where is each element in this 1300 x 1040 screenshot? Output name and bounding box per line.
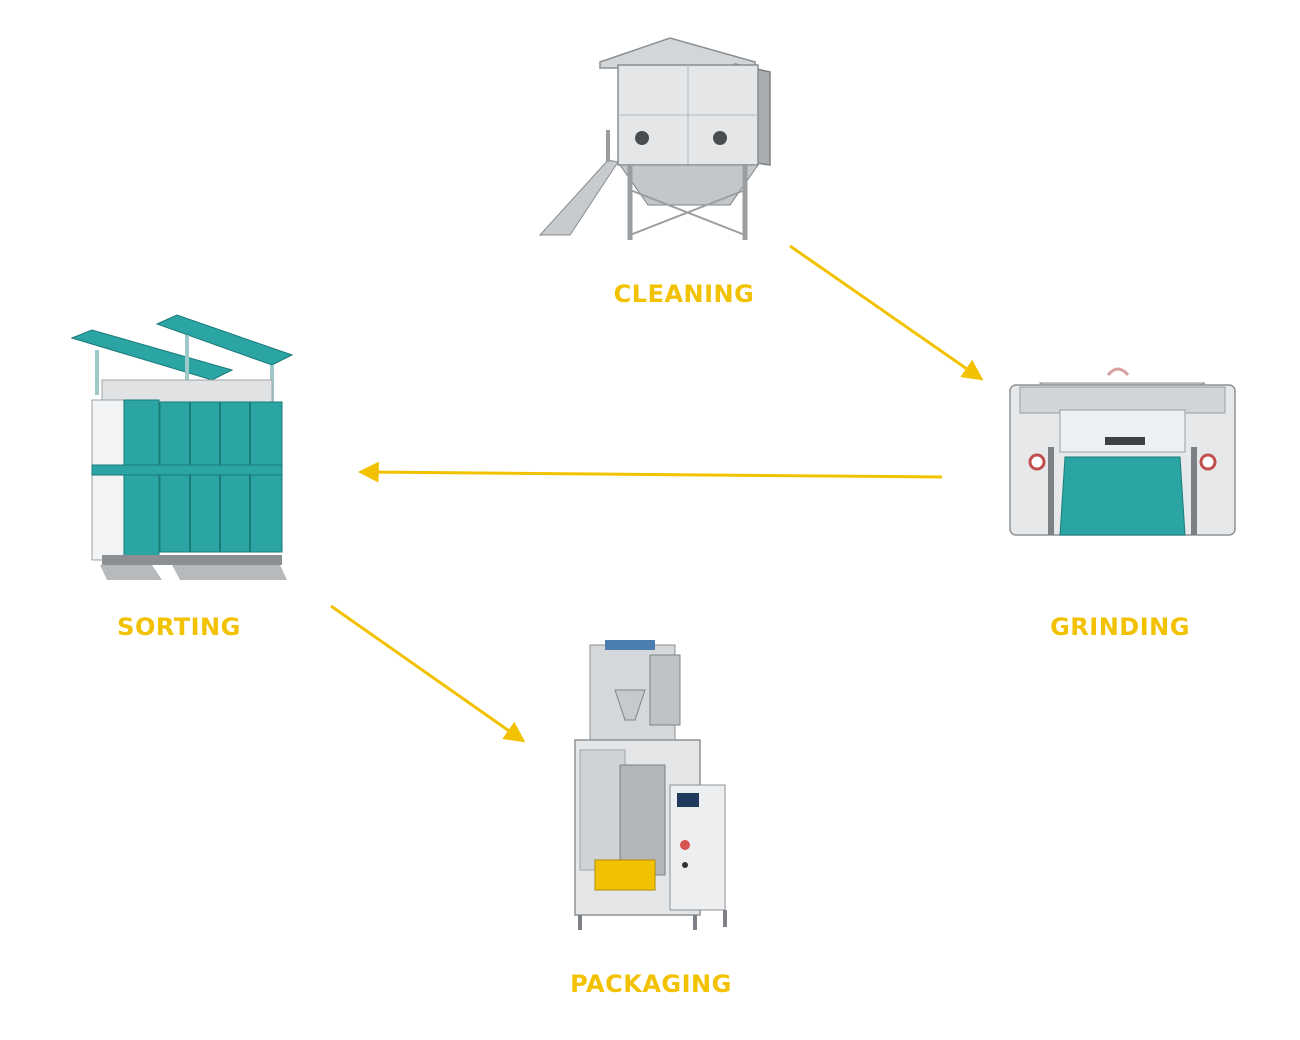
arrow-cleaning-to-grinding xyxy=(789,244,984,381)
packaging-label: PACKAGING xyxy=(570,970,732,998)
sorting-label: SORTING xyxy=(117,613,241,641)
arrow-sorting-to-packaging xyxy=(330,604,526,743)
arrow-grinding-to-sorting xyxy=(357,461,943,483)
plansifter-icon xyxy=(62,310,297,590)
grinding-label: GRINDING xyxy=(1050,613,1190,641)
packaging-machine-icon xyxy=(565,635,740,935)
cleaning-label: CLEANING xyxy=(613,280,755,308)
cleaning-machine-icon xyxy=(530,30,780,245)
roller-mill-icon xyxy=(1000,355,1245,540)
